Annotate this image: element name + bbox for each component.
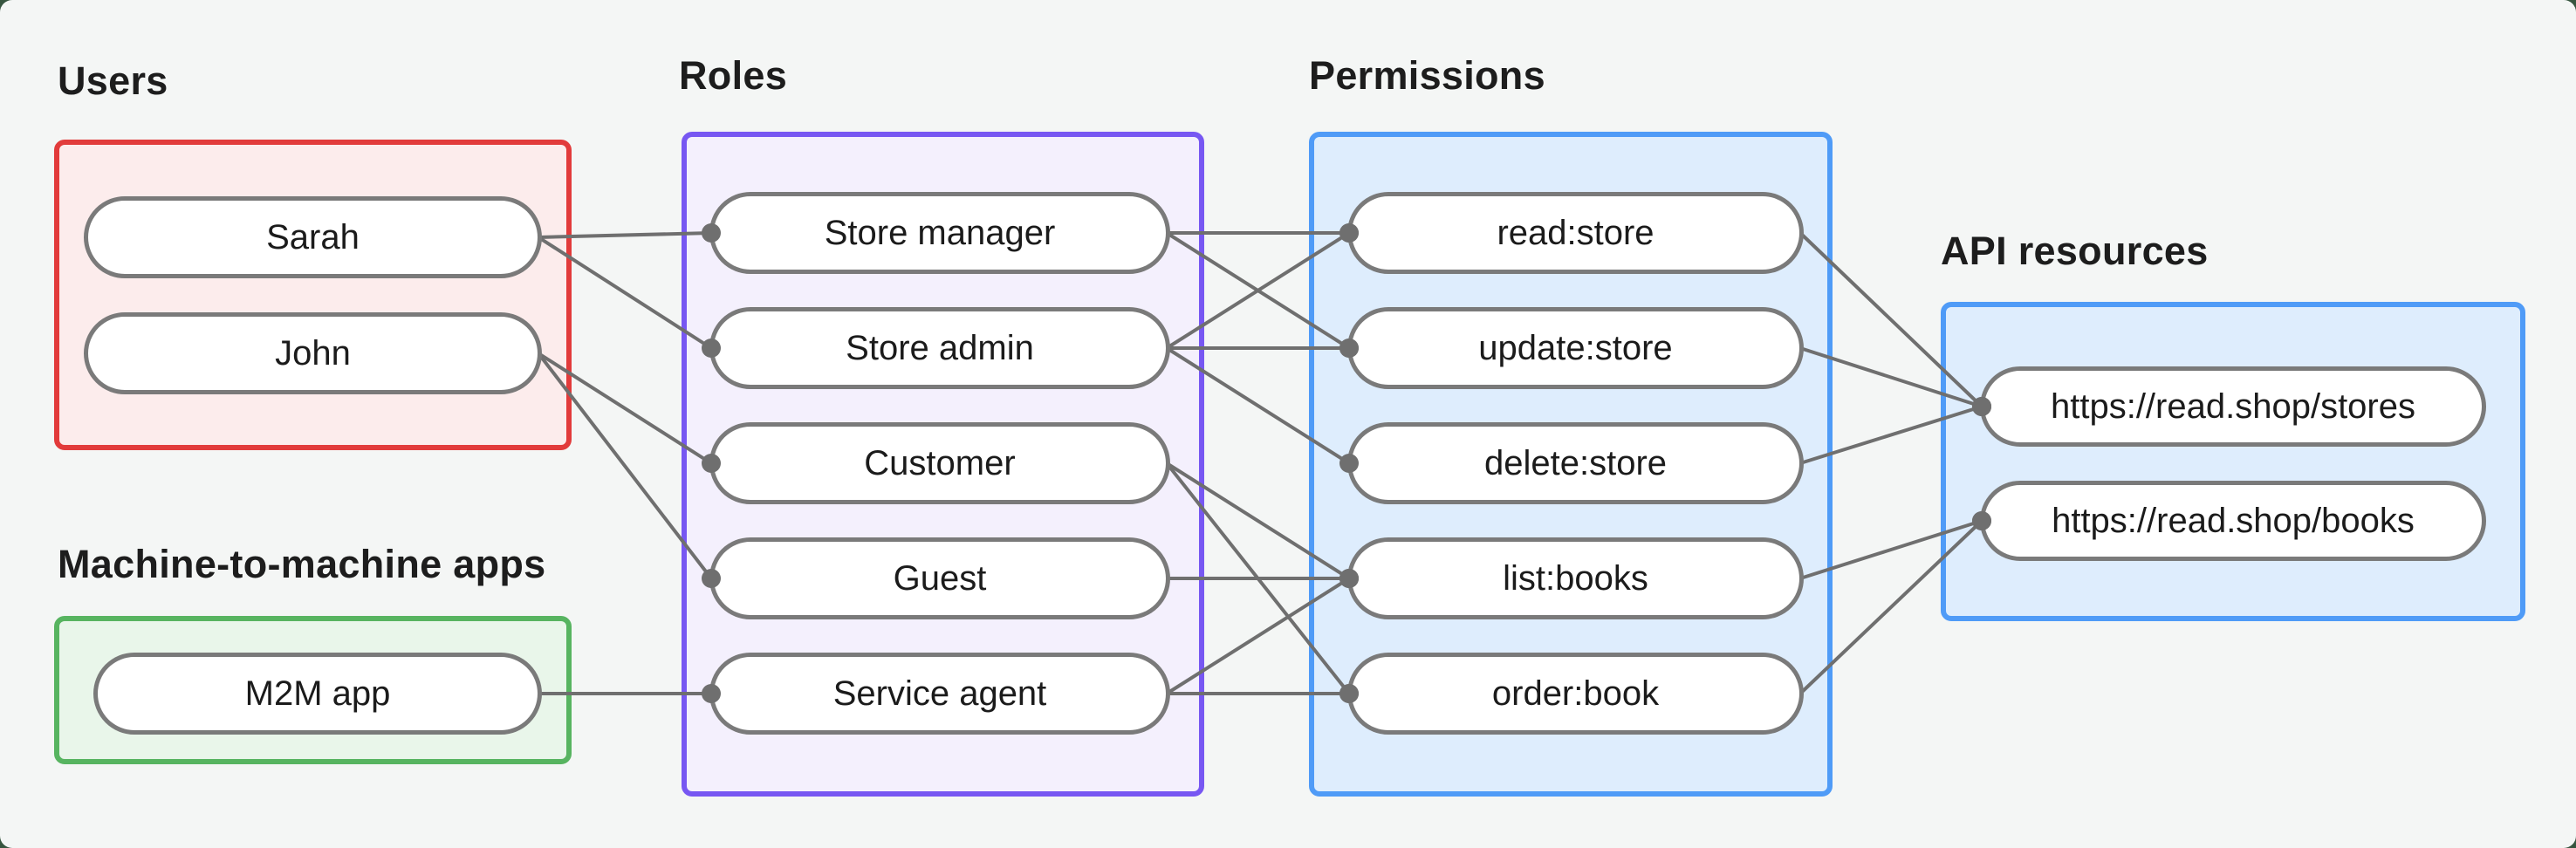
node-pill-stores-api: https://read.shop/stores xyxy=(1980,366,2486,447)
api-resources-group-box xyxy=(1941,302,2525,621)
node-pill-m2m-app: M2M app xyxy=(93,653,542,735)
node-pill-order-book: order:book xyxy=(1347,653,1804,735)
node-pill-update-store: update:store xyxy=(1347,307,1804,389)
node-pill-delete-store: delete:store xyxy=(1347,422,1804,504)
node-pill-john: John xyxy=(84,312,542,394)
users-group-label: Users xyxy=(58,58,168,103)
node-pill-read-store: read:store xyxy=(1347,192,1804,274)
node-pill-store-admin: Store admin xyxy=(709,307,1170,389)
node-pill-guest: Guest xyxy=(709,537,1170,619)
node-pill-store-manager: Store manager xyxy=(709,192,1170,274)
node-pill-list-books: list:books xyxy=(1347,537,1804,619)
node-pill-books-api: https://read.shop/books xyxy=(1980,481,2486,561)
roles-group-label: Roles xyxy=(679,53,788,98)
api-resources-group-label: API resources xyxy=(1941,229,2209,273)
node-pill-sarah: Sarah xyxy=(84,196,542,278)
permissions-group-label: Permissions xyxy=(1309,53,1545,98)
users-group-box xyxy=(54,140,572,450)
node-pill-service-agent: Service agent xyxy=(709,653,1170,735)
m2m-apps-group-label: Machine-to-machine apps xyxy=(58,542,546,586)
node-pill-customer: Customer xyxy=(709,422,1170,504)
